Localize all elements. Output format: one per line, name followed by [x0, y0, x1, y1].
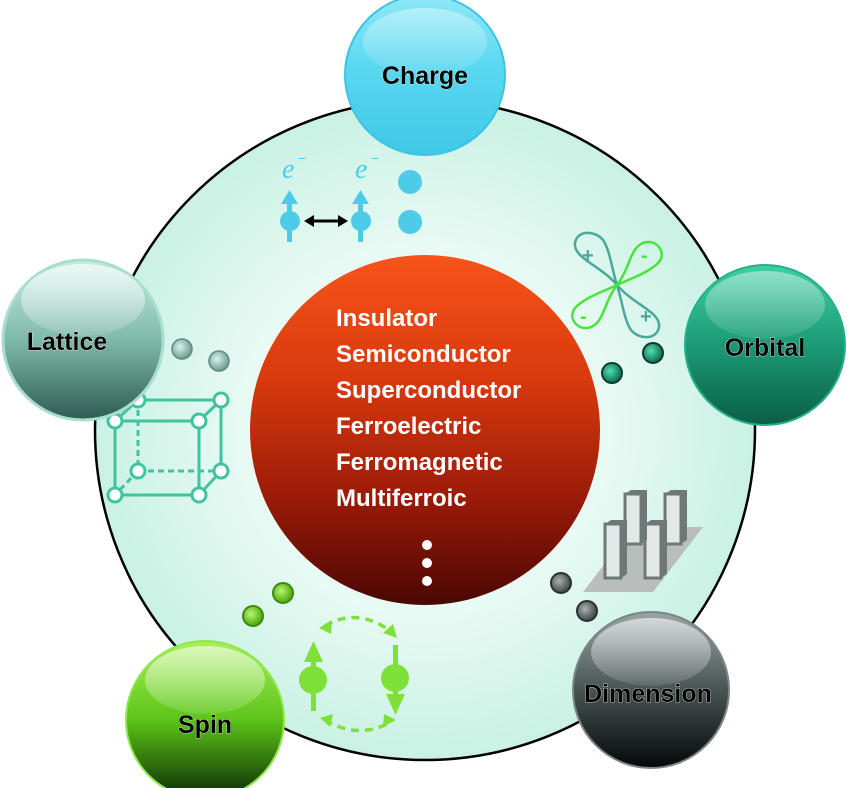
electron-symbol-1: e	[282, 154, 294, 185]
node-charge[interactable]: Charge	[344, 0, 506, 156]
dimension-ball	[550, 572, 572, 594]
node-label-charge: Charge	[382, 62, 468, 90]
ellipsis-icon: ⋮	[422, 540, 432, 586]
property-item: Ferroelectric	[336, 413, 481, 440]
electron-charge-1: −	[298, 150, 306, 166]
property-item: Multiferroic	[336, 485, 467, 512]
charge-dot	[398, 210, 422, 234]
property-list: Insulator Semiconductor Superconductor F…	[336, 305, 521, 512]
spin-ball	[272, 582, 294, 604]
property-item: Ferromagnetic	[336, 449, 503, 476]
node-label-dimension: Dimension	[584, 680, 712, 708]
exchange-arrow-icon	[304, 215, 348, 227]
dimension-pillars-icon	[583, 490, 703, 592]
charge-dot	[398, 170, 422, 194]
node-label-orbital: Orbital	[725, 334, 806, 362]
orbital-sign-minus-2: -	[580, 306, 587, 328]
property-item: Semiconductor	[336, 341, 511, 368]
lattice-ball	[208, 350, 230, 372]
charge-electron-icon: e − e −	[280, 150, 379, 242]
orbital-clover-icon: + - - +	[571, 231, 663, 339]
electron-symbol-2: e	[355, 154, 367, 185]
property-item: Superconductor	[336, 377, 521, 404]
orbital-sign-plus-1: +	[582, 245, 594, 267]
lattice-ball	[171, 338, 193, 360]
property-item: Insulator	[336, 305, 437, 332]
center-disc	[250, 255, 600, 605]
node-label-spin: Spin	[178, 711, 232, 739]
orbital-sign-minus-1: -	[641, 245, 648, 267]
dimension-ball	[576, 600, 598, 622]
electron-charge-2: −	[371, 150, 379, 166]
orbital-ball	[642, 342, 664, 364]
orbital-sign-plus-2: +	[640, 306, 652, 328]
node-lattice[interactable]: Lattice	[1, 258, 165, 422]
spin-ball	[242, 605, 264, 627]
node-orbital[interactable]: Orbital	[684, 264, 846, 426]
lattice-cube-icon	[106, 391, 230, 504]
spin-exchange-icon	[299, 615, 409, 733]
orbital-ball	[601, 362, 623, 384]
node-label-lattice: Lattice	[27, 328, 108, 356]
node-spin[interactable]: Spin	[125, 640, 285, 788]
node-dimension[interactable]: Dimension	[572, 611, 730, 769]
